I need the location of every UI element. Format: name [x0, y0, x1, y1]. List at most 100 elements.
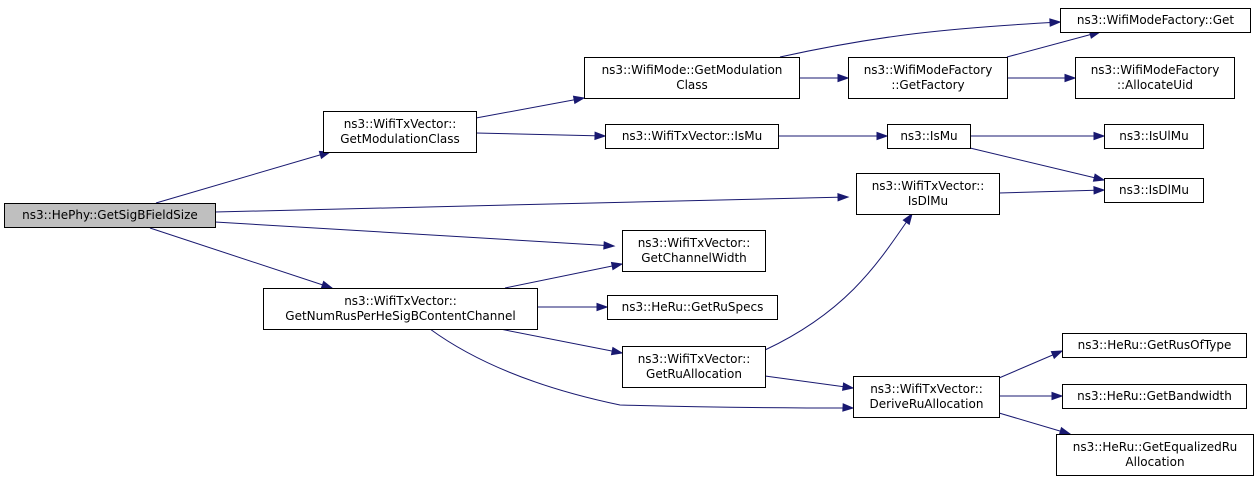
function-node[interactable]: ns3::WifiTxVector::GetModulationClass: [323, 111, 477, 153]
function-node[interactable]: ns3::WifiTxVector::GetNumRusPerHeSigBCon…: [263, 288, 538, 330]
node-label: GetNumRusPerHeSigBContentChannel: [285, 309, 515, 323]
node-label: ns3::IsMu: [900, 129, 957, 143]
function-node[interactable]: ns3::HeRu::GetBandwidth: [1062, 384, 1247, 409]
node-label: GetRuAllocation: [646, 367, 742, 381]
node-box: [323, 111, 477, 153]
node-label: ns3::IsDlMu: [1119, 183, 1189, 197]
edge-n5-to-n12: [779, 18, 1062, 58]
edge-arrowhead: [842, 403, 855, 412]
edge-arrowhead: [1051, 391, 1064, 401]
node-label: ns3::IsUlMu: [1119, 129, 1188, 143]
function-node[interactable]: ns3::WifiTxVector::GetChannelWidth: [622, 230, 766, 272]
function-node[interactable]: ns3::HeRu::GetRuSpecs: [607, 295, 778, 320]
edge-line: [214, 221, 615, 247]
edge-n0-to-n4: [149, 227, 334, 289]
node-label: GetChannelWidth: [641, 251, 747, 265]
function-node[interactable]: ns3::WifiTxVector::IsMu: [605, 124, 779, 149]
edge-line: [155, 151, 331, 204]
node-label: ns3::WifiTxVector::: [872, 179, 985, 193]
node-label: ns3::HeRu::GetRusOfType: [1078, 338, 1232, 352]
edge-arrowhead: [1064, 73, 1077, 83]
edge-n1-to-n5: [475, 95, 586, 119]
edge-n0-to-n3: [214, 221, 616, 250]
edge-line: [214, 196, 849, 213]
node-box: [853, 376, 1000, 418]
edge-arrowhead: [610, 261, 624, 271]
edge-arrowhead: [594, 131, 607, 141]
nodes-layer: ns3::HePhy::GetSigBFieldSizens3::WifiTxV…: [4, 8, 1254, 476]
edge-line: [998, 189, 1105, 194]
edge-arrowhead: [1093, 185, 1106, 195]
node-label: ns3::WifiTxVector::: [344, 294, 457, 308]
node-label: ns3::WifiModeFactory: [1091, 63, 1220, 77]
root-function-node[interactable]: ns3::HePhy::GetSigBFieldSize: [4, 203, 216, 228]
edge-n9-to-n16: [998, 350, 1064, 379]
edge-line: [1006, 31, 1101, 58]
edge-n8-to-n9: [764, 375, 855, 391]
edge-arrowhead: [1093, 131, 1106, 141]
edge-n10-to-n13: [1007, 73, 1077, 83]
edge-n9-to-n17: [999, 391, 1064, 401]
node-label: ns3::WifiTxVector::: [638, 352, 751, 366]
node-box: [848, 57, 1008, 99]
function-node[interactable]: ns3::WifiModeFactory::Get: [1060, 8, 1251, 33]
function-node[interactable]: ns3::HeRu::GetRusOfType: [1062, 333, 1247, 358]
edge-arrowhead: [1049, 18, 1062, 27]
function-node[interactable]: ns3::IsDlMu: [1104, 178, 1204, 203]
edge-n4-to-n7: [537, 302, 609, 312]
edge-n11-to-n14: [970, 131, 1106, 141]
edge-n1-to-n6: [475, 131, 607, 141]
node-box: [887, 124, 971, 149]
node-label: ns3::WifiTxVector::: [638, 236, 751, 250]
edge-arrowhead: [842, 382, 855, 391]
node-box: [1056, 434, 1254, 476]
edge-n4-to-n8: [499, 328, 624, 356]
edge-line: [475, 97, 585, 119]
node-box: [605, 124, 779, 149]
function-node[interactable]: ns3::WifiTxVector::DeriveRuAllocation: [853, 376, 1000, 418]
edge-line: [149, 227, 333, 289]
edge-line: [475, 132, 606, 137]
node-label: IsDlMu: [908, 194, 948, 208]
edge-arrowhead: [837, 192, 850, 202]
edge-n0-to-n1: [155, 150, 332, 204]
edge-line: [998, 412, 1071, 435]
node-label: Allocation: [1125, 455, 1184, 469]
function-node[interactable]: ns3::IsUlMu: [1104, 124, 1204, 149]
edge-line: [764, 375, 854, 389]
edge-n11-to-n15: [969, 147, 1106, 182]
function-node[interactable]: ns3::IsMu: [887, 124, 971, 149]
node-box: [1062, 384, 1247, 409]
edge-arrowhead: [1092, 173, 1106, 182]
node-label: ns3::WifiModeFactory: [864, 63, 993, 77]
edge-arrowhead: [603, 241, 616, 250]
function-node[interactable]: ns3::WifiModeFactory::GetFactory: [848, 57, 1008, 99]
node-label: ns3::WifiTxVector::: [870, 382, 983, 396]
node-label: ns3::WifiTxVector::IsMu: [622, 129, 762, 143]
node-box: [263, 288, 538, 330]
node-label: ::GetFactory: [891, 78, 964, 92]
function-node[interactable]: ns3::WifiTxVector::GetRuAllocation: [622, 346, 766, 388]
function-node[interactable]: ns3::WifiModeFactory::AllocateUid: [1075, 57, 1235, 99]
edge-arrowhead: [876, 131, 889, 141]
edge-arrowhead: [837, 73, 850, 83]
edge-n9-to-n18: [998, 412, 1072, 436]
node-label: Class: [676, 78, 708, 92]
node-label: ns3::WifiModeFactory::Get: [1077, 13, 1234, 27]
node-box: [1060, 8, 1251, 33]
function-node[interactable]: ns3::WifiMode::GetModulationClass: [584, 57, 800, 99]
edge-line: [499, 328, 623, 354]
edge-arrowhead: [596, 302, 609, 312]
edge-n5-to-n10: [799, 73, 850, 83]
edge-arrowhead: [610, 346, 624, 356]
node-box: [4, 203, 216, 228]
edge-n10-to-n12: [1006, 30, 1102, 58]
node-box: [856, 173, 1000, 215]
node-label: ns3::HeRu::GetRuSpecs: [622, 300, 764, 314]
node-box: [622, 230, 766, 272]
node-label: ns3::HeRu::GetEqualizedRu: [1073, 440, 1237, 454]
edges-layer: [149, 18, 1106, 436]
function-node[interactable]: ns3::WifiTxVector::IsDlMu: [856, 173, 1000, 215]
